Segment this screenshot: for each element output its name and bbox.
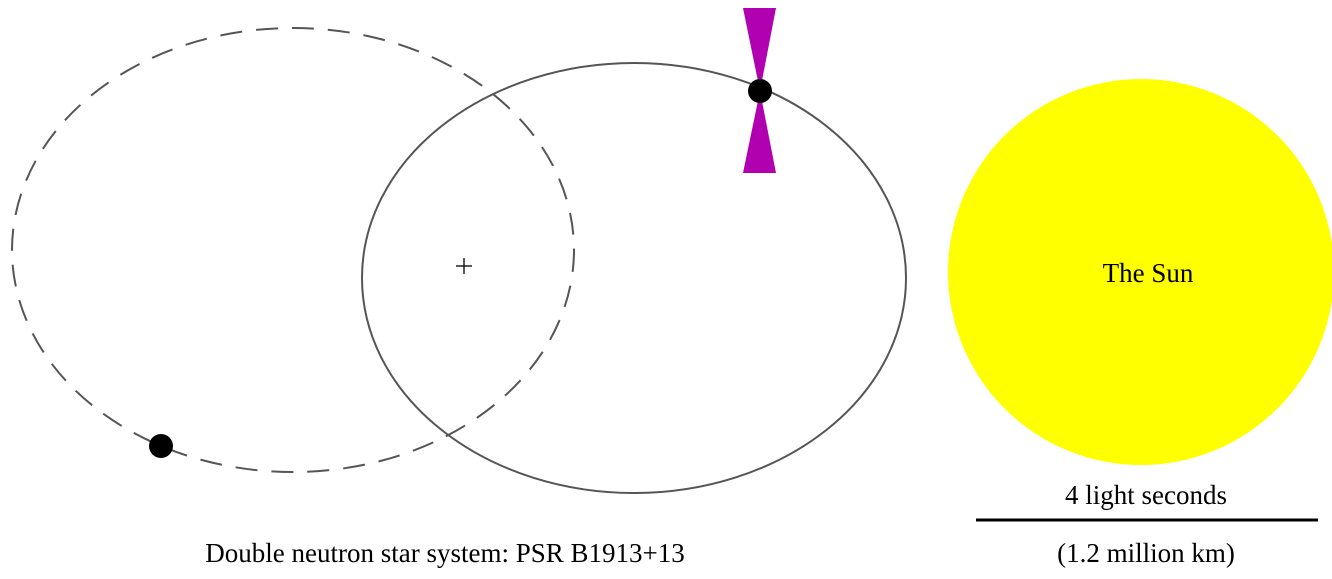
- pulsar-orbit: [361, 62, 907, 494]
- companion-neutron-star: [149, 434, 173, 458]
- scale-bar-label-bottom: (1.2 million km): [1057, 538, 1235, 568]
- center-of-mass-marker: [456, 258, 472, 274]
- pulsar-neutron-star: [748, 79, 772, 103]
- scale-bar-label-top: 4 light seconds: [1065, 480, 1227, 510]
- companion-orbit-dashed: [11, 27, 575, 473]
- sun-label: The Sun: [1103, 258, 1194, 288]
- sun-disc: [948, 79, 1332, 465]
- diagram-caption: Double neutron star system: PSR B1913+13: [205, 538, 684, 568]
- pulsar-beam-icon: [743, 8, 776, 173]
